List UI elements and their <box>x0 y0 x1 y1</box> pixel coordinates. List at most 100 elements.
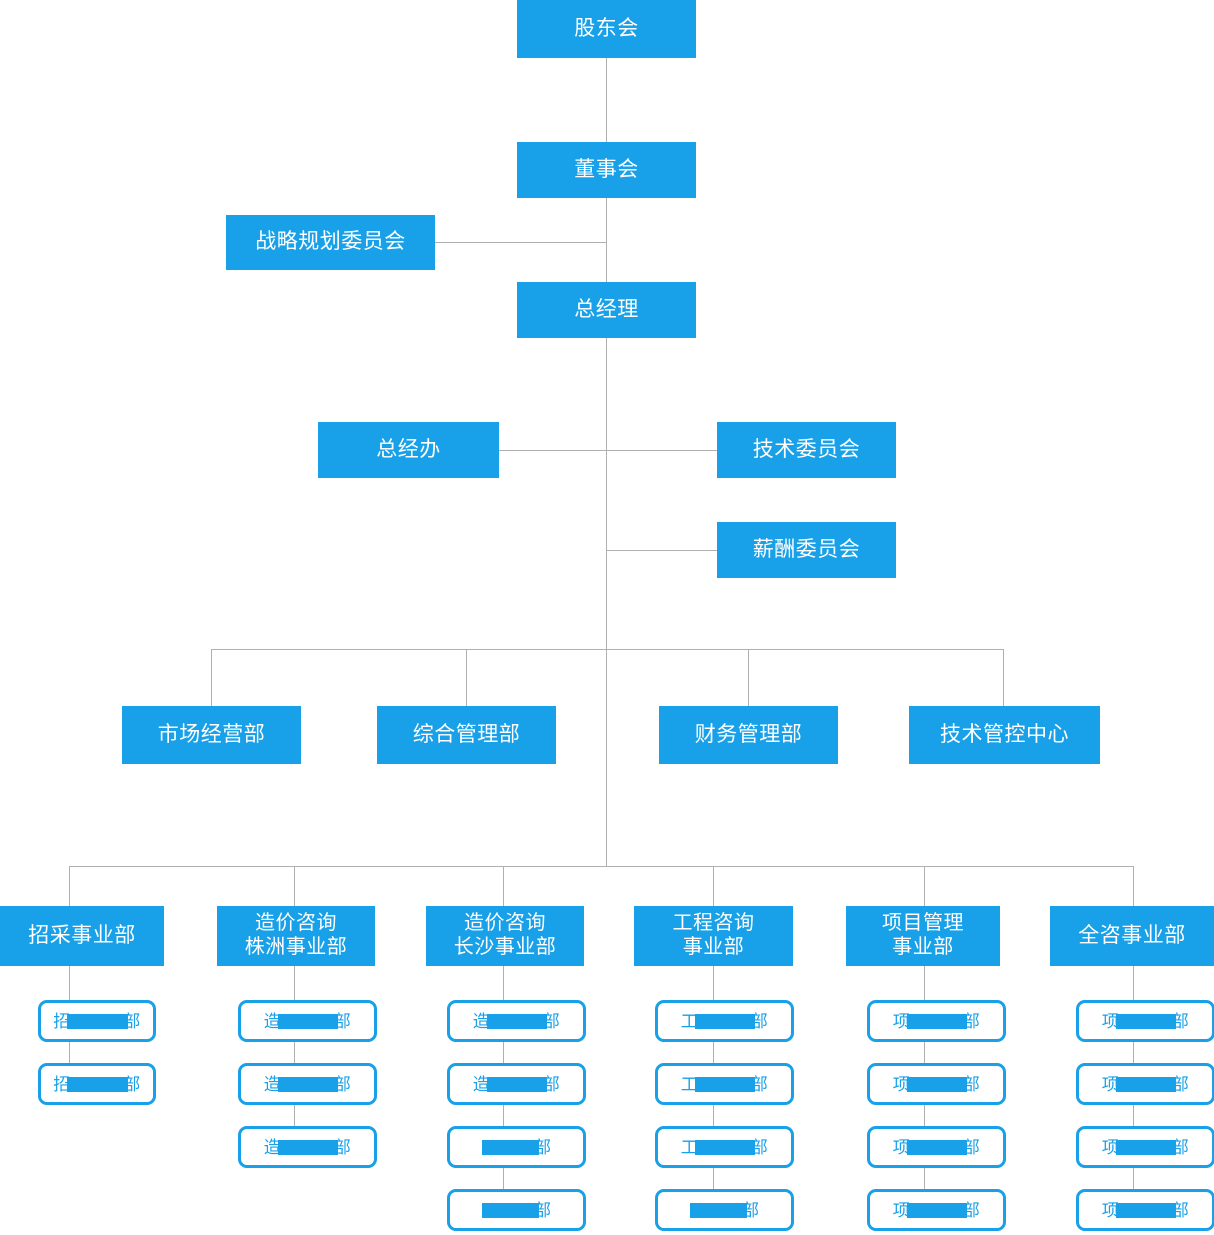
child-label-hidden <box>910 1138 963 1157</box>
node-business-unit-4-child-3[interactable]: 项 部 <box>867 1189 1006 1231</box>
node-business-unit-5-child-2[interactable]: 项 部 <box>1076 1126 1214 1168</box>
node-business-unit-0[interactable]: 招采事业部 <box>0 906 164 966</box>
child-label-prefix: 造 <box>263 1137 282 1157</box>
child-label-prefix: 造 <box>263 1011 282 1031</box>
node-business-unit-4-child-0[interactable]: 项 部 <box>867 1000 1006 1042</box>
node-business-unit-4-child-2[interactable]: 项 部 <box>867 1126 1006 1168</box>
node-general-manager[interactable]: 总经理 <box>517 282 696 338</box>
node-business-unit-2-child-0-label: 造 部 <box>473 1013 561 1030</box>
child-label-suffix: 部 <box>1171 1200 1190 1220</box>
node-business-unit-3-child-1-label: 工 部 <box>681 1076 769 1093</box>
node-department-1-label: 综合管理部 <box>412 722 521 746</box>
node-business-unit-4-child-1[interactable]: 项 部 <box>867 1063 1006 1105</box>
connector-gm-trunk <box>606 338 607 866</box>
node-business-unit-2-child-1-label: 造 部 <box>473 1076 561 1093</box>
node-shareholders-label: 股东会 <box>574 16 639 40</box>
department-drop-1 <box>466 649 467 706</box>
node-technical-committee[interactable]: 技术委员会 <box>717 422 896 478</box>
child-label-suffix: 部 <box>333 1074 352 1094</box>
child-label-suffix: 部 <box>542 1074 561 1094</box>
node-business-unit-1-label: 造价咨询株洲事业部 <box>244 912 348 958</box>
node-business-unit-3-child-0-label: 工 部 <box>681 1013 769 1030</box>
node-business-unit-0-label: 招采事业部 <box>28 923 136 947</box>
node-compensation-committee[interactable]: 薪酬委员会 <box>717 522 896 578</box>
node-business-unit-3-child-0[interactable]: 工 部 <box>655 1000 794 1042</box>
child-label-prefix: 项 <box>1101 1200 1120 1220</box>
business-unit-drop-0 <box>69 866 70 906</box>
child-label-suffix: 部 <box>962 1074 981 1094</box>
node-business-unit-2-child-2[interactable]: 部 <box>447 1126 586 1168</box>
node-gm-office-label: 总经办 <box>376 437 441 461</box>
node-business-unit-5-child-0[interactable]: 项 部 <box>1076 1000 1214 1042</box>
node-business-unit-3[interactable]: 工程咨询事业部 <box>634 906 793 966</box>
child-label-prefix: 项 <box>892 1200 911 1220</box>
child-label-prefix: 项 <box>892 1074 911 1094</box>
node-business-unit-2[interactable]: 造价咨询长沙事业部 <box>426 906 584 966</box>
node-business-unit-3-label: 工程咨询事业部 <box>672 912 755 958</box>
child-label-hidden <box>490 1012 543 1031</box>
connector-compensation-branch <box>606 550 717 551</box>
connector-strategy-branch <box>435 242 607 243</box>
node-strategy-committee[interactable]: 战略规划委员会 <box>226 215 435 270</box>
child-label-hidden <box>690 1201 743 1220</box>
child-label-suffix: 部 <box>123 1011 141 1031</box>
node-business-unit-3-child-2[interactable]: 工 部 <box>655 1126 794 1168</box>
node-business-unit-3-child-3-label: 部 <box>689 1201 760 1220</box>
node-business-unit-3-child-1[interactable]: 工 部 <box>655 1063 794 1105</box>
node-department-2[interactable]: 财务管理部 <box>659 706 838 764</box>
node-general-manager-label: 总经理 <box>574 297 639 321</box>
node-business-unit-1[interactable]: 造价咨询株洲事业部 <box>217 906 375 966</box>
child-label-prefix: 项 <box>892 1137 911 1157</box>
node-business-unit-5[interactable]: 全咨事业部 <box>1050 906 1214 966</box>
node-board[interactable]: 董事会 <box>517 142 696 198</box>
node-business-unit-1-child-2-label: 造 部 <box>264 1139 352 1156</box>
child-label-prefix: 招 <box>53 1074 71 1094</box>
child-label-hidden <box>490 1075 543 1094</box>
child-label-hidden <box>281 1075 334 1094</box>
node-business-unit-5-child-1[interactable]: 项 部 <box>1076 1063 1214 1105</box>
child-label-suffix: 部 <box>123 1074 141 1094</box>
node-business-unit-2-child-3[interactable]: 部 <box>447 1189 586 1231</box>
node-business-unit-4[interactable]: 项目管理事业部 <box>846 906 1000 966</box>
node-department-0[interactable]: 市场经营部 <box>122 706 301 764</box>
node-gm-office[interactable]: 总经办 <box>318 422 499 478</box>
node-business-unit-2-child-2-label: 部 <box>481 1138 552 1157</box>
child-label-prefix: 造 <box>472 1074 491 1094</box>
department-drop-2 <box>748 649 749 706</box>
node-business-unit-1-child-1-label: 造 部 <box>264 1076 352 1093</box>
node-business-unit-4-child-2-label: 项 部 <box>893 1139 981 1156</box>
child-label-suffix: 部 <box>1171 1074 1190 1094</box>
node-business-unit-2-child-3-label: 部 <box>481 1202 552 1219</box>
child-label-hidden <box>482 1138 535 1157</box>
child-label-suffix: 部 <box>542 1011 561 1031</box>
child-label-suffix: 部 <box>1171 1137 1190 1157</box>
child-label-prefix: 工 <box>680 1074 699 1094</box>
connector-board-gm <box>606 198 607 282</box>
node-business-unit-1-child-0[interactable]: 造 部 <box>238 1000 377 1042</box>
child-label-prefix: 造 <box>472 1011 491 1031</box>
node-department-1[interactable]: 综合管理部 <box>377 706 556 764</box>
node-business-unit-2-child-0[interactable]: 造 部 <box>447 1000 586 1042</box>
node-business-unit-4-child-1-label: 项 部 <box>893 1076 981 1093</box>
node-business-unit-5-child-3[interactable]: 项 部 <box>1076 1189 1214 1231</box>
node-department-3[interactable]: 技术管控中心 <box>909 706 1100 764</box>
department-bus-line <box>211 649 1004 650</box>
node-business-unit-0-child-0[interactable]: 招 部 <box>38 1000 156 1042</box>
node-business-unit-1-child-2[interactable]: 造 部 <box>238 1126 377 1168</box>
node-strategy-committee-label: 战略规划委员会 <box>255 230 406 254</box>
business-unit-drop-5 <box>1133 866 1134 906</box>
child-label-suffix: 部 <box>962 1011 981 1031</box>
node-business-unit-0-child-1[interactable]: 招 部 <box>38 1063 156 1105</box>
child-label-prefix: 项 <box>1101 1011 1120 1031</box>
child-label-hidden <box>1119 1201 1172 1220</box>
child-label-suffix: 部 <box>333 1011 352 1031</box>
node-business-unit-1-child-1[interactable]: 造 部 <box>238 1063 377 1105</box>
node-department-2-label: 财务管理部 <box>694 722 803 746</box>
node-business-unit-3-child-3[interactable]: 部 <box>655 1189 794 1231</box>
child-label-suffix: 部 <box>750 1137 769 1157</box>
child-label-suffix: 部 <box>962 1200 981 1220</box>
node-shareholders[interactable]: 股东会 <box>517 0 696 58</box>
child-label-prefix: 项 <box>1101 1137 1120 1157</box>
node-business-unit-2-child-1[interactable]: 造 部 <box>447 1063 586 1105</box>
